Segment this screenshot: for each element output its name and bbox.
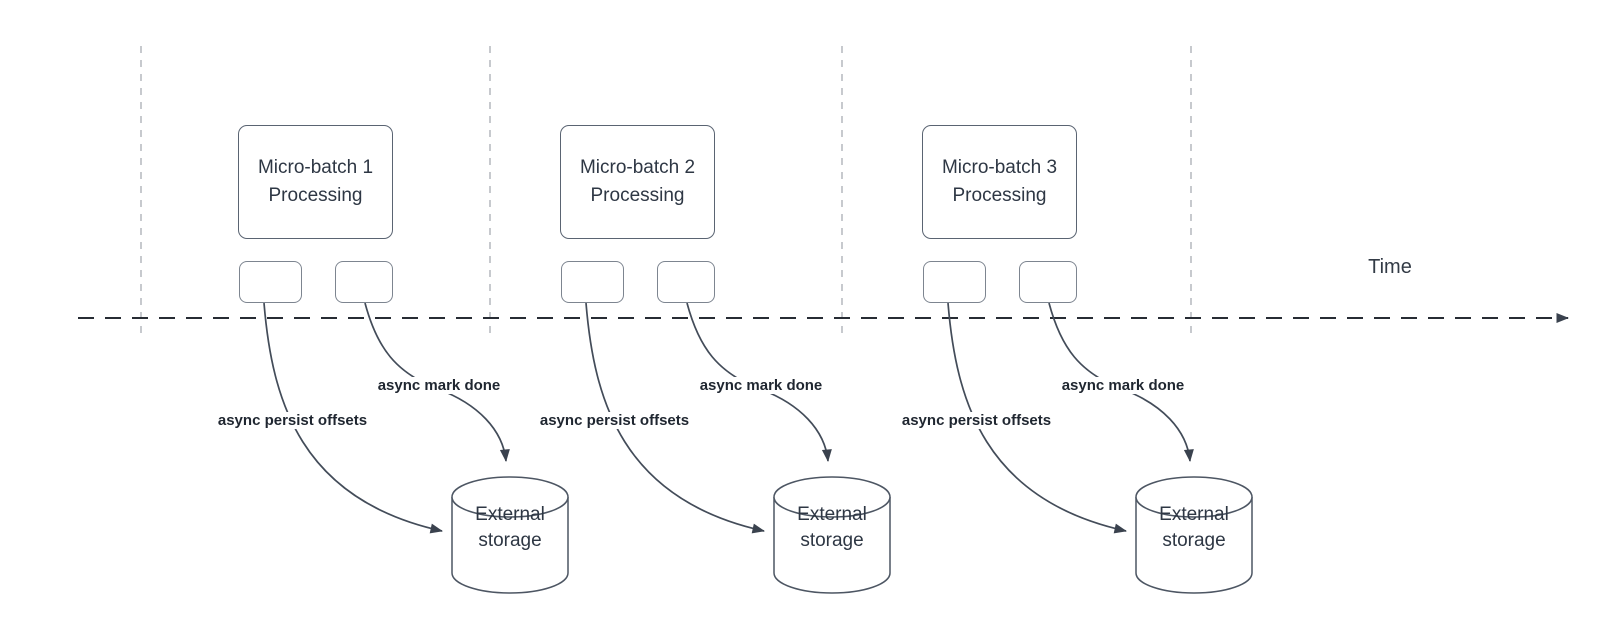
- microbatch-processing-label: Micro-batch 2 Processing: [579, 157, 696, 206]
- external-storage-label: External storage: [797, 504, 867, 551]
- mark-done-label: async mark done: [684, 377, 838, 394]
- persist-offsets-arrow: [947, 302, 1127, 534]
- external-storage-cylinder-body: [451, 497, 569, 594]
- external-storage-cylinder-lid: [1135, 476, 1253, 518]
- microbatch-group-1: Micro-batch 1 Processing async persist o…: [203, 0, 578, 642]
- async-task-box-done: [335, 261, 393, 303]
- microbatch-group-3: Micro-batch 3 Processing async persist o…: [887, 0, 1262, 642]
- persist-offsets-arrow: [585, 302, 765, 534]
- async-task-box-persist: [239, 261, 302, 303]
- microbatch-processing-label: Micro-batch 1 Processing: [257, 157, 374, 206]
- async-task-box-done: [657, 261, 715, 303]
- async-task-box-persist: [923, 261, 986, 303]
- wires-group-3: [947, 302, 1253, 594]
- external-storage-label: External storage: [1159, 504, 1229, 551]
- async-task-box-persist: [561, 261, 624, 303]
- microbatch-group-2: Micro-batch 2 Processing async persist o…: [525, 0, 900, 642]
- external-storage-cylinder-lid: [451, 476, 569, 518]
- microbatch-processing-box: Micro-batch 2 Processing: [560, 125, 715, 239]
- external-storage-label: External storage: [475, 504, 545, 551]
- async-task-box-done: [1019, 261, 1077, 303]
- microbatch-processing-box: Micro-batch 1 Processing: [238, 125, 393, 239]
- persist-offsets-arrow: [263, 302, 443, 534]
- external-storage-cylinder-body: [1135, 497, 1253, 594]
- persist-offsets-label: async persist offsets: [525, 412, 704, 429]
- mark-done-label: async mark done: [362, 377, 516, 394]
- wires-group-1: [263, 302, 569, 594]
- persist-offsets-label: async persist offsets: [203, 412, 382, 429]
- time-axis-label: Time: [1368, 256, 1412, 278]
- mark-done-label: async mark done: [1046, 377, 1200, 394]
- microbatch-processing-label: Micro-batch 3 Processing: [941, 157, 1058, 206]
- external-storage-cylinder-body: [773, 497, 891, 594]
- external-storage-cylinder-lid: [773, 476, 891, 518]
- persist-offsets-label: async persist offsets: [887, 412, 1066, 429]
- microbatch-processing-box: Micro-batch 3 Processing: [922, 125, 1077, 239]
